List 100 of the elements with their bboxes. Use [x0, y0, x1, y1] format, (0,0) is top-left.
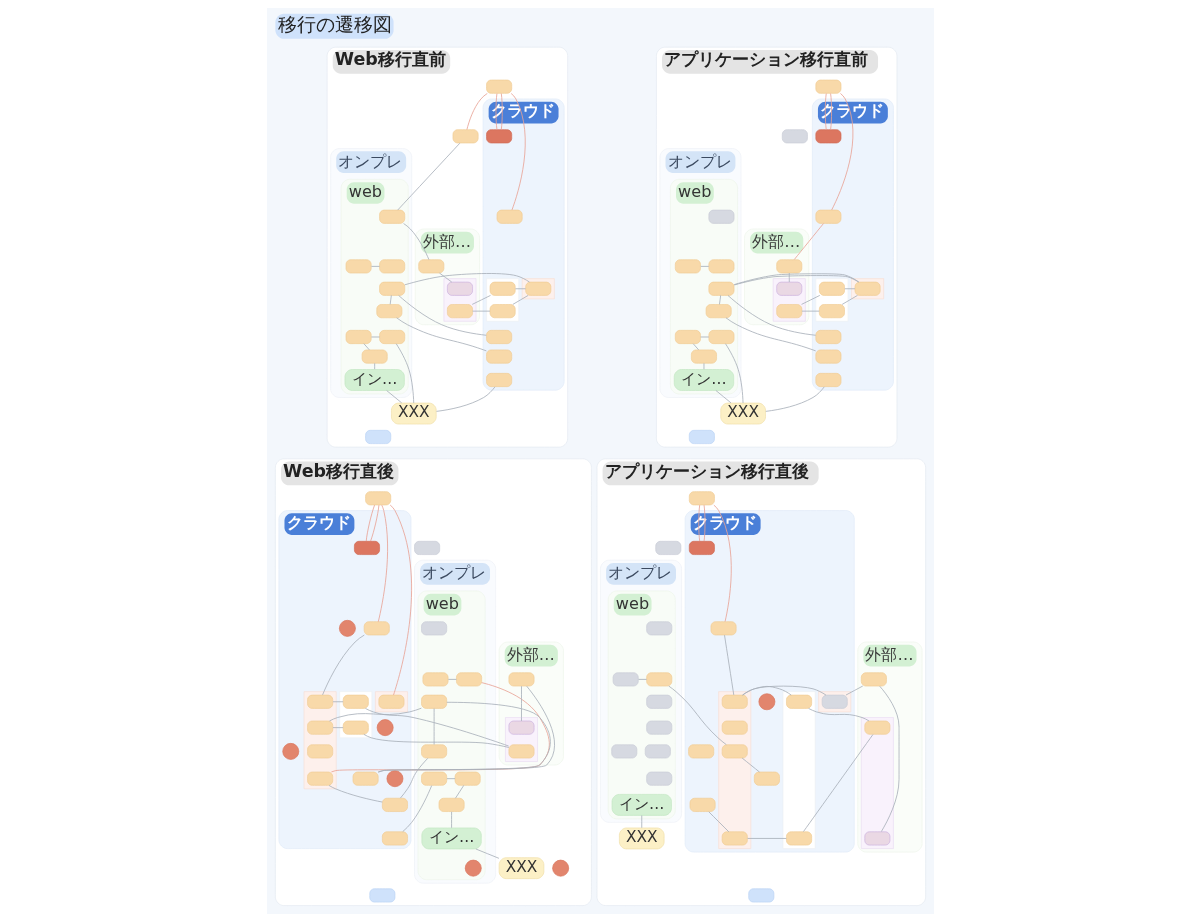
node-box: イン… — [673, 369, 734, 391]
node-box — [721, 831, 748, 846]
connector — [640, 815, 642, 829]
connector — [454, 784, 464, 799]
node-box — [610, 744, 637, 759]
node-box — [455, 672, 482, 687]
node-box — [708, 330, 734, 344]
node-box — [381, 797, 408, 812]
connector — [878, 685, 899, 832]
node-circle — [758, 693, 775, 711]
node-box — [705, 304, 732, 319]
node-box — [815, 373, 841, 387]
node-box — [306, 720, 333, 735]
diagram-title: 移行の遷移図 — [277, 12, 392, 35]
node-circle — [386, 770, 403, 788]
node-box: XXX — [498, 857, 544, 879]
node-box — [378, 209, 405, 224]
node-box: イン… — [421, 827, 482, 850]
node-box — [674, 330, 701, 344]
node-box — [364, 429, 391, 444]
node-box — [378, 281, 405, 296]
connector — [667, 685, 727, 746]
connector — [377, 685, 555, 773]
node-box — [860, 672, 887, 687]
connector — [697, 504, 700, 542]
node-box — [417, 259, 444, 274]
node-box — [485, 129, 512, 144]
connector — [395, 343, 414, 404]
node-box — [420, 744, 447, 759]
node-box — [508, 720, 534, 735]
node-box — [775, 259, 802, 274]
connector — [703, 504, 705, 542]
node-box — [690, 349, 717, 364]
connector — [807, 708, 869, 722]
connector — [741, 685, 826, 696]
connector — [830, 93, 853, 211]
connector — [725, 317, 816, 352]
node-box — [496, 209, 523, 224]
connector — [511, 295, 529, 305]
node-box — [485, 330, 512, 344]
connector — [362, 733, 509, 748]
node-box — [378, 259, 405, 274]
node-box — [361, 349, 388, 364]
node-box: XXX — [719, 402, 766, 425]
node-box: イン… — [611, 794, 672, 816]
node-box — [446, 304, 473, 319]
connector — [332, 727, 344, 729]
connector — [843, 288, 855, 290]
node-box — [342, 694, 369, 709]
node-box — [508, 672, 534, 687]
node-box — [364, 491, 391, 506]
node-box — [863, 831, 890, 846]
node-box: XXX — [618, 827, 664, 850]
connector — [724, 343, 743, 404]
connector — [328, 707, 422, 722]
connector — [447, 678, 457, 680]
node-box — [815, 79, 841, 94]
node-circle — [464, 859, 482, 877]
node-box — [721, 744, 748, 759]
connector — [741, 686, 792, 696]
node-box — [688, 429, 715, 444]
node-box — [644, 744, 671, 759]
connector — [474, 848, 499, 859]
node-box — [710, 621, 736, 636]
node-box — [708, 209, 734, 224]
connector — [520, 685, 522, 722]
node-box — [747, 888, 774, 903]
node-box — [306, 694, 333, 709]
node-box — [654, 540, 681, 555]
node-circle — [338, 619, 356, 637]
connector — [433, 708, 435, 745]
node-box — [485, 79, 512, 94]
connector — [450, 811, 452, 829]
node-box: XXX — [390, 402, 437, 425]
node-circle — [376, 719, 394, 736]
node-box — [674, 259, 701, 274]
node-box — [413, 540, 440, 555]
node-box — [775, 281, 802, 296]
node-box — [485, 349, 512, 364]
connector — [377, 504, 388, 623]
node-box — [438, 797, 464, 812]
connector — [841, 295, 858, 305]
node-box — [420, 621, 447, 636]
connector — [712, 504, 732, 622]
connector — [362, 343, 370, 351]
connector — [465, 92, 488, 130]
node-box — [645, 694, 672, 709]
connector — [399, 757, 428, 799]
node-box — [645, 621, 672, 636]
node-box — [489, 281, 516, 296]
node-box — [818, 304, 845, 319]
node-box — [363, 621, 390, 636]
node-box — [612, 672, 639, 687]
connector — [703, 362, 704, 370]
connector — [727, 295, 816, 336]
node-box — [815, 209, 841, 224]
node-box — [489, 304, 516, 319]
connector — [328, 785, 383, 803]
connector — [365, 504, 375, 542]
node-box — [775, 304, 802, 319]
